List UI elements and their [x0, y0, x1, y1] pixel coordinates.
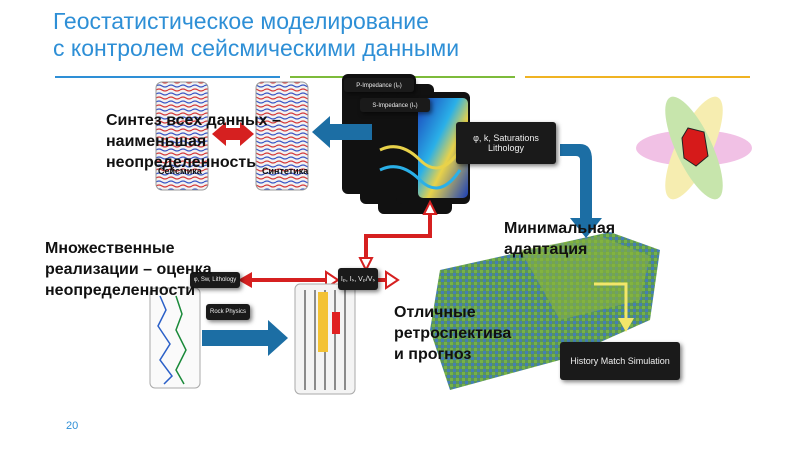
excellent-line-2: ретроспектива — [394, 325, 512, 342]
synthetic-label: Синтетика — [262, 166, 309, 176]
blue-arrow-right — [202, 320, 288, 356]
minimal-line-2: адаптация — [504, 241, 588, 258]
synthesis-caption: Синтез всех данных – наименьшая неопреде… — [106, 110, 281, 173]
s-impedance-card: S-Impedance (Iₛ) — [360, 98, 430, 112]
synthesis-line-3: неопределенность — [106, 154, 257, 171]
minimal-adaptation-caption: Минимальная адаптация — [504, 218, 615, 260]
saturations-box: φ, k, Saturations Lithology — [456, 122, 556, 164]
intersection-polygon — [681, 127, 709, 167]
red-connector-up — [364, 212, 432, 262]
title-line-2: с контролем сейсмическими данными — [53, 35, 460, 61]
minimal-line-1: Минимальная — [504, 220, 616, 237]
multiple-line-2: реализации – оценка — [45, 261, 212, 278]
title-line-1: Геостатистическое моделирование — [53, 8, 429, 34]
synthesis-line-2: наименьшая — [106, 133, 207, 150]
multiple-line-1: Множественные — [45, 240, 175, 257]
multiple-line-3: неопределенности — [45, 282, 196, 299]
p-impedance-card: P-Impedance (Iₚ) — [344, 78, 414, 92]
yellow-arrow — [594, 282, 628, 320]
title-rule-yellow — [525, 76, 750, 78]
impedance-volume — [418, 98, 468, 198]
seismic-panel — [155, 81, 209, 191]
slide-number: 20 — [66, 420, 79, 432]
rock-physics-box: Rock Physics — [206, 304, 250, 320]
blue-arrow-left — [312, 116, 372, 148]
excellent-line-3: и прогноз — [394, 346, 472, 363]
synthetic-panel — [255, 81, 309, 191]
seismic-label: Сейсмика — [158, 166, 202, 176]
lithology-text: Lithology — [487, 143, 525, 153]
red-double-arrow — [212, 122, 254, 146]
history-match-box: History Match Simulation — [560, 342, 680, 380]
phi-sw-box: φ, Sw, Lithology — [190, 272, 240, 288]
title-rule-blue — [55, 76, 280, 78]
synthesis-line-1: Синтез всех данных – — [106, 112, 281, 129]
elastic-params-box: Iₚ, Iₛ, Vₚ/Vₛ — [338, 268, 378, 290]
excellent-line-1: Отличные — [394, 304, 476, 321]
multiple-realizations-caption: Множественные реализации – оценка неопре… — [45, 238, 212, 301]
saturations-text: φ, k, Saturations — [473, 133, 539, 143]
excellent-caption: Отличные ретроспектива и прогноз — [394, 302, 511, 365]
blue-arrow-down — [560, 144, 602, 238]
slide-title: Геостатистическое моделирование с контро… — [53, 8, 459, 62]
well-log-left — [149, 287, 201, 389]
